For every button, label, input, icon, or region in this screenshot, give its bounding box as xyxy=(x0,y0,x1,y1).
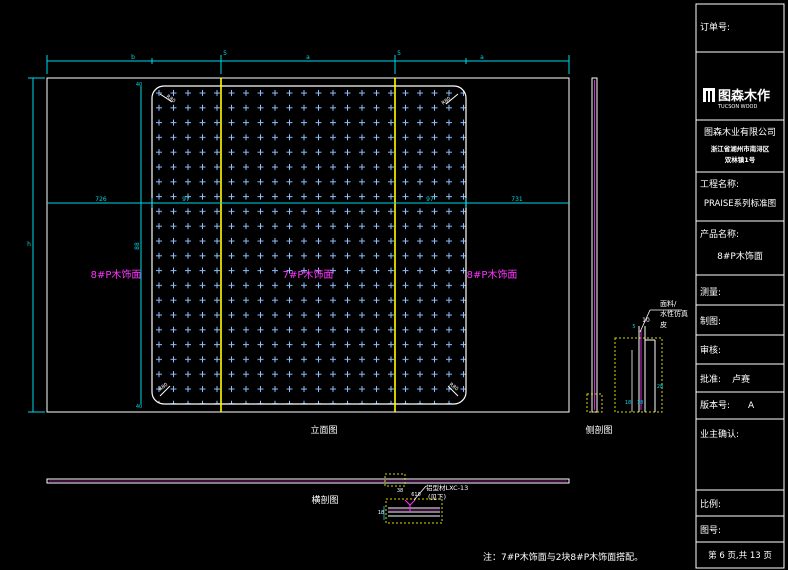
dim-corner-br: R80 xyxy=(448,382,460,393)
dim-mid-left: 726 xyxy=(95,196,107,203)
scale-label: 比例: xyxy=(700,498,721,510)
project-label: 工程名称: xyxy=(700,178,739,190)
company-logo: 图森木作 TUCSON WOOD xyxy=(703,88,770,110)
version-label: 版本号: xyxy=(700,399,730,411)
logo-subtext: TUCSON WOOD xyxy=(717,104,757,110)
dim-corner-tl: R80 xyxy=(165,94,177,105)
cross-dim-side: 18 xyxy=(378,510,384,516)
dim-mid-right: 731 xyxy=(511,196,523,203)
view-title-elevation: 立面图 xyxy=(310,424,337,436)
logo-text: 图森木作 xyxy=(718,88,770,104)
dim-left-height: h xyxy=(27,241,31,248)
elevation-outer-frame xyxy=(46,77,570,413)
cross-detail: 铝型材LXC-13 (见下) 38 610 18 xyxy=(378,483,468,524)
side-section-view: 侧剖图 xyxy=(585,77,613,436)
dim-corner-tr: R80 xyxy=(441,96,453,107)
owner-confirm-label: 业主确认: xyxy=(700,428,739,440)
dim-top-2: 5 xyxy=(223,50,227,57)
company-address-1: 浙江省湖州市南浔区 xyxy=(711,144,770,153)
cross-dim-top: 38 xyxy=(397,488,403,494)
side-label-material-1: 面料/ xyxy=(660,299,677,308)
elevation-inner-panel xyxy=(151,85,467,405)
company-address-2: 双林镇1号 xyxy=(725,155,756,164)
side-dim-a: 5 xyxy=(632,324,635,330)
dim-mid-center-right: 97 xyxy=(426,196,434,203)
product-label: 产品名称: xyxy=(700,228,739,240)
cross-section-view: 横剖图 xyxy=(46,473,570,506)
top-dimension xyxy=(46,55,570,74)
dim-top-1: b xyxy=(131,54,135,61)
review-label: 审核: xyxy=(700,344,721,356)
drawing-note: 注：7#P木饰面与2块8#P木饰面搭配。 xyxy=(483,551,643,563)
cross-dim-mid: 610 xyxy=(411,492,421,498)
dim-vertical-mid: 88 xyxy=(134,242,141,250)
dim-small-tl: 40 xyxy=(136,82,142,88)
view-title-side: 侧剖图 xyxy=(585,424,612,436)
order-no-label: 订单号: xyxy=(700,21,730,33)
side-detail: 面料/ 水性仿真 皮 10 5 18 28 18 xyxy=(614,299,688,413)
side-dim-d: 18 xyxy=(637,400,643,406)
company-name: 图森木业有限公司 xyxy=(704,126,776,138)
left-dimension xyxy=(28,77,45,413)
panel-label-right: 8#P木饰面 xyxy=(467,268,518,281)
approve-value: 卢赛 xyxy=(732,373,750,385)
cross-label-2: (见下) xyxy=(428,493,446,501)
side-dim-c: 28 xyxy=(657,384,663,390)
measure-label: 测量: xyxy=(700,287,721,298)
middle-dimension xyxy=(47,198,569,208)
side-label-material-2: 水性仿真 xyxy=(660,309,688,318)
dim-small-bl: 40 xyxy=(136,404,142,410)
view-title-cross: 横剖图 xyxy=(311,494,338,506)
drawing-no-label: 图号: xyxy=(700,525,721,536)
page-number: 第 6 页,共 13 页 xyxy=(708,550,772,561)
dim-top-5: a xyxy=(480,54,484,61)
product-value: 8#P木饰面 xyxy=(717,250,763,262)
panel-label-center: 7#P木饰面 xyxy=(283,268,334,281)
draw-label: 制图: xyxy=(700,315,721,327)
project-value: PRAISE系列标准图 xyxy=(704,198,776,209)
elevation-view: b 5 a 5 a h 726 97 97 731 88 40 40 xyxy=(27,50,570,436)
corner-leaders xyxy=(159,93,459,397)
title-block xyxy=(695,3,785,569)
panel-label-left: 8#P木饰面 xyxy=(91,268,142,281)
cross-section-strip xyxy=(46,478,570,484)
side-dim-top: 10 xyxy=(642,317,650,324)
approve-label: 批准: xyxy=(700,373,721,385)
side-label-material-3: 皮 xyxy=(660,320,667,329)
version-value: A xyxy=(748,401,755,411)
cross-label-1: 铝型材LXC-13 xyxy=(426,483,468,492)
dim-corner-bl: R80 xyxy=(158,382,170,393)
dim-mid-center-left: 97 xyxy=(182,196,190,203)
logo-mark-icon xyxy=(703,88,715,102)
dim-top-4: 5 xyxy=(397,50,401,57)
dim-top-3: a xyxy=(306,54,310,61)
side-dim-b: 18 xyxy=(625,400,631,406)
